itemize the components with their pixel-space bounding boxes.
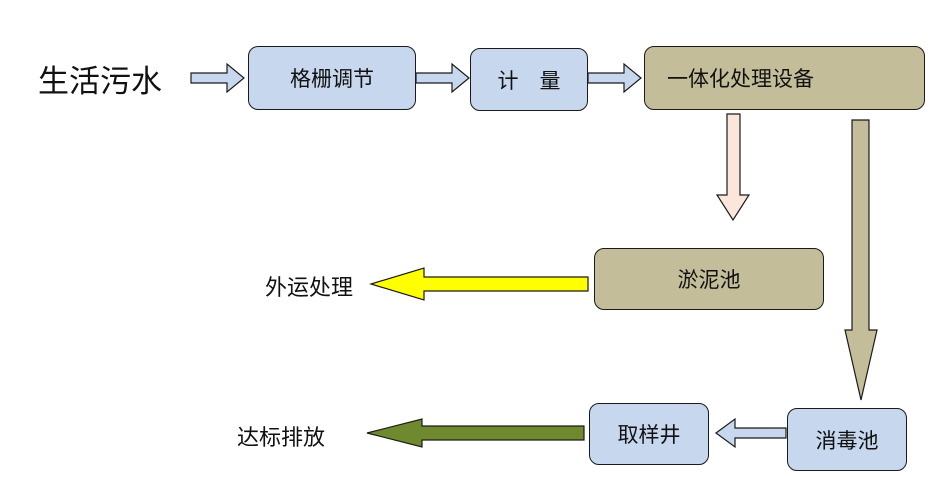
arrow-disinfection-to-sampling	[714, 417, 787, 449]
node-sampling-well-label: 取样井	[617, 423, 681, 447]
node-screen-regulate: 格栅调节	[248, 46, 416, 110]
arrow-screen-to-metering	[415, 62, 470, 94]
node-integrated-unit-label: 一体化处理设备	[667, 67, 814, 91]
node-sludge-tank: 淤泥池	[594, 248, 824, 310]
node-sampling-well: 取样井	[589, 403, 709, 465]
node-disinfection-tank: 消毒池	[787, 408, 907, 471]
output-discharge: 达标排放	[237, 426, 326, 451]
output-sludge-out: 外运处理	[265, 276, 354, 301]
arrow-unit-to-disinfection	[844, 119, 878, 401]
node-metering-label: 计 量	[497, 68, 561, 93]
node-screen-regulate-label: 格栅调节	[290, 67, 374, 91]
arrow-sludge-to-out	[368, 267, 589, 301]
arrow-sampling-to-discharge	[366, 418, 585, 448]
arrow-metering-to-unit	[587, 62, 642, 94]
arrow-unit-to-sludge	[715, 113, 751, 222]
node-disinfection-tank-label: 消毒池	[815, 428, 879, 453]
node-metering: 计 量	[470, 48, 588, 111]
source-label: 生活污水	[38, 64, 162, 100]
arrow-source-to-screen	[190, 62, 245, 94]
node-sludge-tank-label: 淤泥池	[677, 268, 741, 292]
node-integrated-unit: 一体化处理设备	[644, 46, 925, 110]
